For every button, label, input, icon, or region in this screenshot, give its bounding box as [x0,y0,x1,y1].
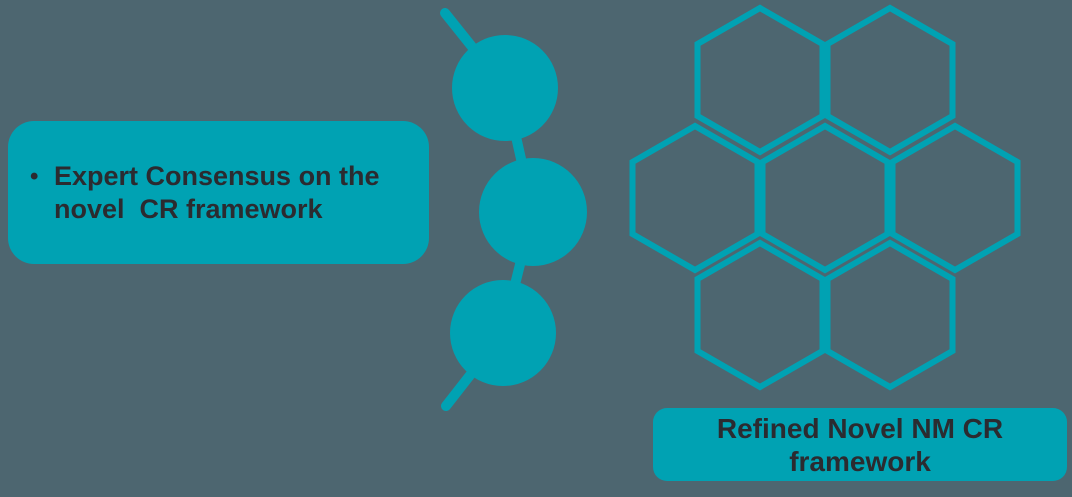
left-callout-line-1: Expert Consensus on the [54,160,380,191]
bottom-callout-line-2: framework [789,445,931,477]
bottom-callout-line-1: Refined Novel NM CR [716,412,1004,444]
left-callout-line-2: novel CR framework [54,193,323,224]
hexagon-cell [824,239,956,391]
chain-node-circle [450,280,556,386]
molecule-chain-icon [440,8,587,411]
hexagon-cell [759,122,891,274]
honeycomb-hexagons-icon [629,4,1021,391]
hexagon-cell [694,4,826,156]
hexagon-cell [694,239,826,391]
hexagon-cell [824,4,956,156]
bottom-callout-box: Refined Novel NM CR framework [653,408,1067,481]
bullet-marker: • [30,162,39,190]
left-callout-text: Expert Consensus on the novel CR framewo… [54,160,380,226]
hexagon-cell [629,122,761,274]
chain-node-circle [452,35,558,141]
hexagon-cell [889,122,1021,274]
left-callout-box: • Expert Consensus on the novel CR frame… [8,121,429,264]
chain-node-circle [479,158,587,266]
bullet-list-item: • Expert Consensus on the novel CR frame… [30,160,380,226]
